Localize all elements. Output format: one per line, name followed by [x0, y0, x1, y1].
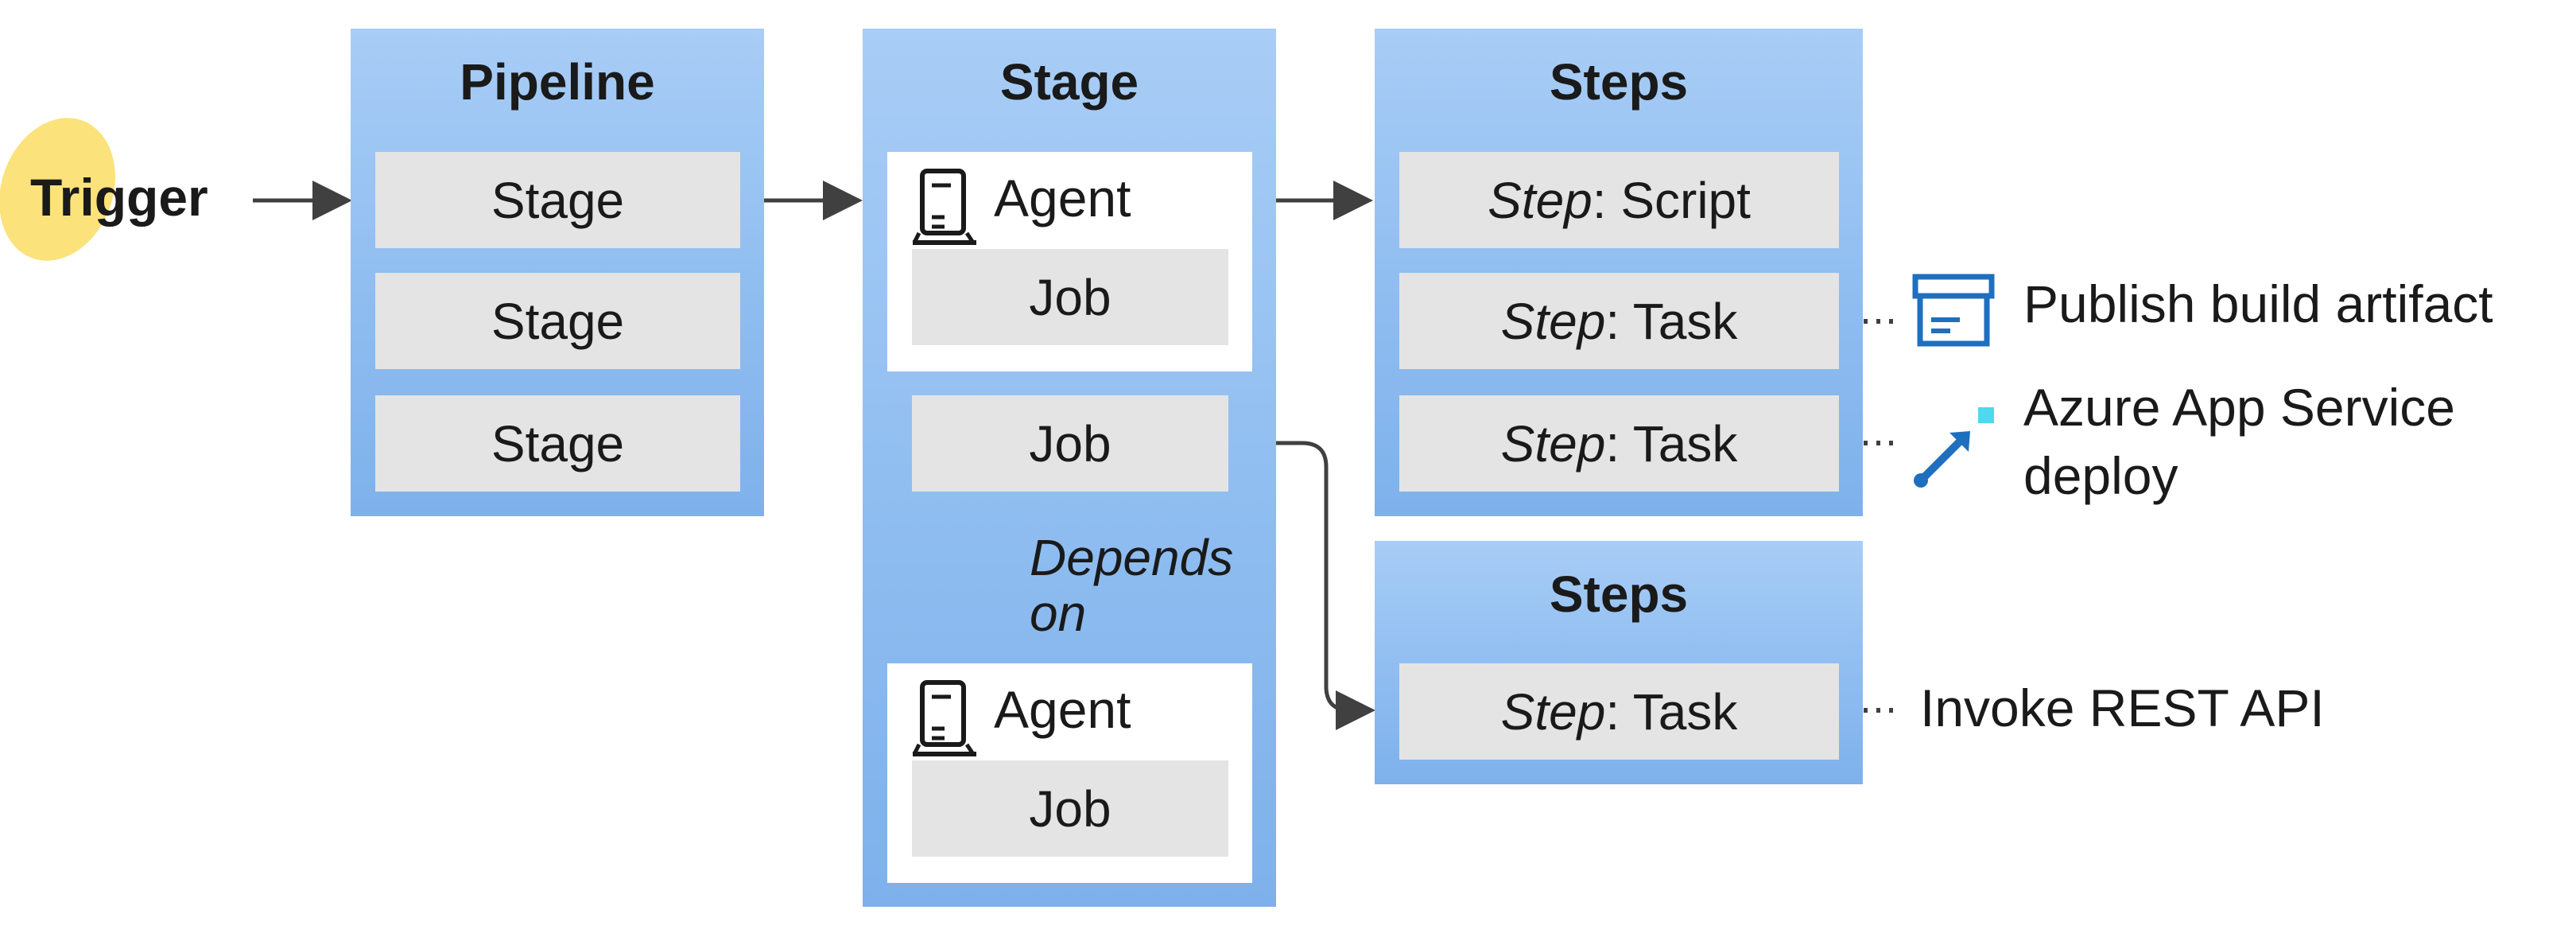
rest-label: Invoke REST API	[1920, 678, 2325, 737]
trigger-label: Trigger	[30, 168, 208, 227]
step-suffix: : Script	[1592, 171, 1751, 229]
depends-on-line-2: on	[1030, 585, 1087, 642]
steps-panel-bottom: Steps Step: Task	[1375, 541, 1863, 784]
agent-label-2: Agent	[994, 680, 1131, 739]
stage-panel: Stage Agent Job Job Depends on	[863, 29, 1276, 907]
pipeline-stage-3: Stage	[375, 395, 740, 492]
step-task-rest: Step: Task	[1399, 663, 1839, 760]
steps-panel-top: Steps Step: Script Step: Task Step: Task	[1375, 29, 1863, 516]
steps-top-title: Steps	[1549, 53, 1689, 111]
step-prefix: Step	[1500, 292, 1606, 350]
job-3: Job	[912, 760, 1228, 857]
pipeline-stage-1: Stage	[375, 152, 740, 248]
server-icon	[912, 169, 976, 245]
pipeline-title: Pipeline	[460, 53, 655, 111]
agent-label-1: Agent	[994, 169, 1131, 227]
azure-label: Azure App Service deploy	[2023, 374, 2455, 511]
server-icon	[912, 680, 976, 756]
step-suffix: : Task	[1605, 414, 1738, 472]
publish-label: Publish build artifact	[2023, 274, 2493, 333]
agent-box-1: Agent Job	[887, 152, 1252, 371]
deploy-arrow-icon	[1914, 407, 1994, 488]
arrow-job-to-steps-bottom	[1230, 441, 1375, 730]
stage-title: Stage	[999, 53, 1139, 111]
agent-box-2: Agent Job	[887, 663, 1252, 883]
step-prefix: Step	[1488, 171, 1593, 229]
step-suffix: : Task	[1605, 682, 1738, 741]
step-task-deploy: Step: Task	[1399, 395, 1839, 492]
step-task-publish: Step: Task	[1399, 273, 1839, 369]
pipeline-stage-2: Stage	[375, 273, 740, 369]
step-prefix: Step	[1500, 682, 1606, 741]
azure-label-line-2: deploy	[2023, 445, 2178, 505]
step-suffix: : Task	[1605, 292, 1738, 350]
step-prefix: Step	[1500, 414, 1606, 472]
archive-box-icon	[1912, 274, 1995, 347]
depends-on-label: Depends on	[1030, 530, 1233, 641]
pipeline-panel: Pipeline Stage Stage Stage	[351, 29, 764, 516]
job-2: Job	[912, 395, 1228, 492]
step-script: Step: Script	[1399, 152, 1839, 248]
depends-on-line-1: Depends	[1030, 529, 1234, 586]
azure-label-line-1: Azure App Service	[2023, 378, 2455, 437]
job-1: Job	[912, 249, 1228, 345]
steps-bottom-title: Steps	[1549, 566, 1689, 623]
